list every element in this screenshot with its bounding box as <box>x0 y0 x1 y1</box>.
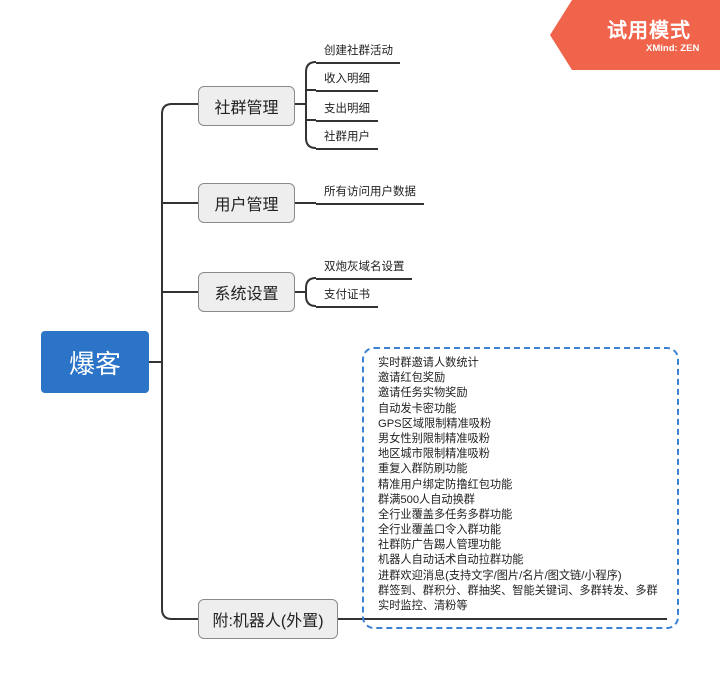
robot-features-list[interactable]: 实时群邀请人数统计 邀请红包奖励 邀请任务实物奖励 自动发卡密功能 GPS区域限… <box>378 356 658 614</box>
feature-item: 邀请任务实物奖励 <box>378 387 468 400</box>
feature-item: 自动发卡密功能 <box>378 402 457 415</box>
root-topic[interactable]: 爆客 <box>41 331 149 393</box>
feature-item: 地区城市限制精准吸粉 <box>378 448 490 461</box>
feature-item: 邀请红包奖励 <box>378 372 446 385</box>
branch-robot-external[interactable]: 附:机器人(外置) <box>198 599 338 639</box>
leaf-underline <box>316 278 412 280</box>
leaf-underline <box>316 62 400 64</box>
feature-item: 机器人自动话术自动拉群功能 <box>378 554 524 567</box>
community-bracket <box>305 61 317 149</box>
branch-community-management[interactable]: 社群管理 <box>198 86 295 126</box>
feature-item: GPS区域限制精准吸粉 <box>378 417 492 430</box>
leaf-underline <box>316 306 378 308</box>
trunk-line <box>161 103 173 620</box>
leaf-all-visitor-data[interactable]: 所有访问用户数据 <box>324 186 416 198</box>
trial-mode-label: 试用模式 <box>607 20 691 42</box>
feature-item: 重复入群防刷功能 <box>378 463 468 476</box>
system-bracket <box>305 277 317 307</box>
leaf-domain-settings[interactable]: 双炮灰域名设置 <box>324 261 405 273</box>
feature-item: 精准用户绑定防撸红包功能 <box>378 478 513 491</box>
branch-user-management[interactable]: 用户管理 <box>198 183 295 223</box>
community-ticks <box>306 89 316 121</box>
leaf-community-users[interactable]: 社群用户 <box>324 131 370 143</box>
trial-mode-badge <box>550 0 720 70</box>
leaf-income-detail[interactable]: 收入明细 <box>324 73 370 85</box>
leaf-expense-detail[interactable]: 支出明细 <box>324 103 370 115</box>
xmind-brand-label: XMind: ZEN <box>646 43 700 54</box>
feature-item: 群满500人自动换群 <box>378 493 475 506</box>
feature-item: 实时监控、清粉等 <box>378 600 468 612</box>
root-label: 爆客 <box>68 348 121 379</box>
leaf-underline <box>316 90 378 92</box>
branch-system-settings[interactable]: 系统设置 <box>198 272 295 312</box>
robot-features-boundary <box>362 347 679 629</box>
feature-item: 男女性别限制精准吸粉 <box>378 432 490 445</box>
leaf-create-activity[interactable]: 创建社群活动 <box>324 45 393 57</box>
branch-label: 附:机器人(外置) <box>212 613 324 630</box>
feature-item: 全行业覆盖口令入群功能 <box>378 524 502 537</box>
branch-label: 用户管理 <box>214 197 279 214</box>
leaf-underline <box>316 120 378 122</box>
leaf-underline <box>316 148 378 150</box>
feature-item: 社群防广告踢人管理功能 <box>378 539 502 552</box>
feature-item: 实时群邀请人数统计 <box>378 357 479 369</box>
feature-item: 全行业覆盖多任务多群功能 <box>378 508 513 521</box>
leaf-underline <box>316 203 424 205</box>
feature-item: 进群欢迎消息(支持文字/图片/名片/图文链/小程序) <box>378 569 622 582</box>
branch-label: 社群管理 <box>214 100 279 117</box>
robot-features-underline <box>370 618 667 620</box>
leaf-payment-cert[interactable]: 支付证书 <box>324 289 370 301</box>
feature-item: 群签到、群积分、群抽奖、智能关键词、多群转发、多群 <box>378 584 658 597</box>
branch-label: 系统设置 <box>214 286 279 303</box>
